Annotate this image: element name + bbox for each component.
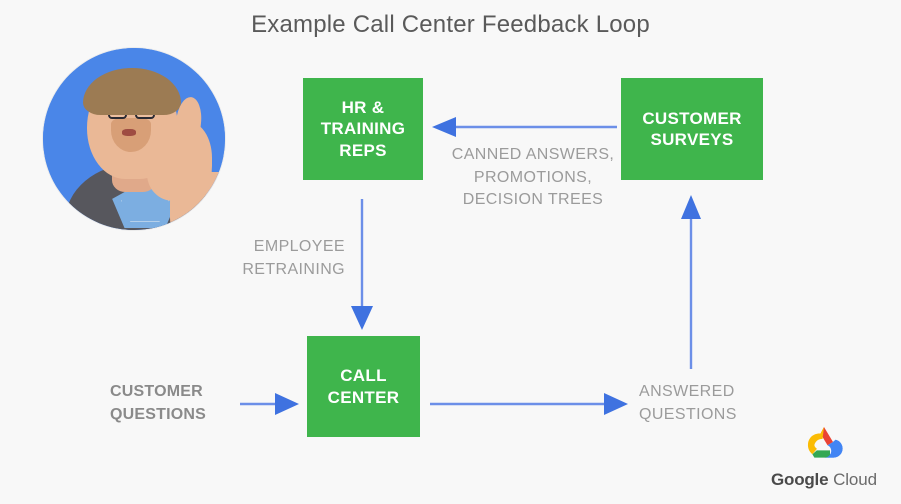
- edge-label-customer-questions: CUSTOMER QUESTIONS: [110, 383, 207, 423]
- node-call-center[interactable]: CALL CENTER: [307, 336, 420, 437]
- edge-label-answered-questions: ANSWERED QUESTIONS: [639, 383, 737, 423]
- arrow-answered-to-surveys: [681, 195, 701, 369]
- node-customer-surveys[interactable]: CUSTOMER SURVEYS: [621, 78, 763, 180]
- page-title: Example Call Center Feedback Loop: [251, 11, 650, 38]
- edge-label-employee-retraining: EMPLOYEE RETRAINING: [242, 238, 345, 278]
- edge-label-canned-answers: CANNED ANSWERS, PROMOTIONS, DECISION TRE…: [451, 146, 615, 209]
- google-cloud-logo: Google Cloud: [765, 424, 883, 490]
- node-hr-training-reps[interactable]: HR & TRAINING REPS: [303, 78, 423, 180]
- presenter-avatar: [43, 48, 225, 230]
- arrow-hr-to-call-center: [351, 199, 373, 330]
- google-cloud-mark-icon: [807, 427, 843, 458]
- brand-google: Google: [770, 470, 829, 489]
- arrow-surveys-to-hr: [432, 117, 617, 137]
- brand-cloud: Cloud: [833, 470, 877, 489]
- avatar-mouth: [122, 129, 136, 136]
- google-cloud-wordmark: Google Cloud: [765, 470, 883, 490]
- arrow-call-center-to-answered: [430, 393, 628, 415]
- arrow-questions-to-call-center: [240, 393, 299, 415]
